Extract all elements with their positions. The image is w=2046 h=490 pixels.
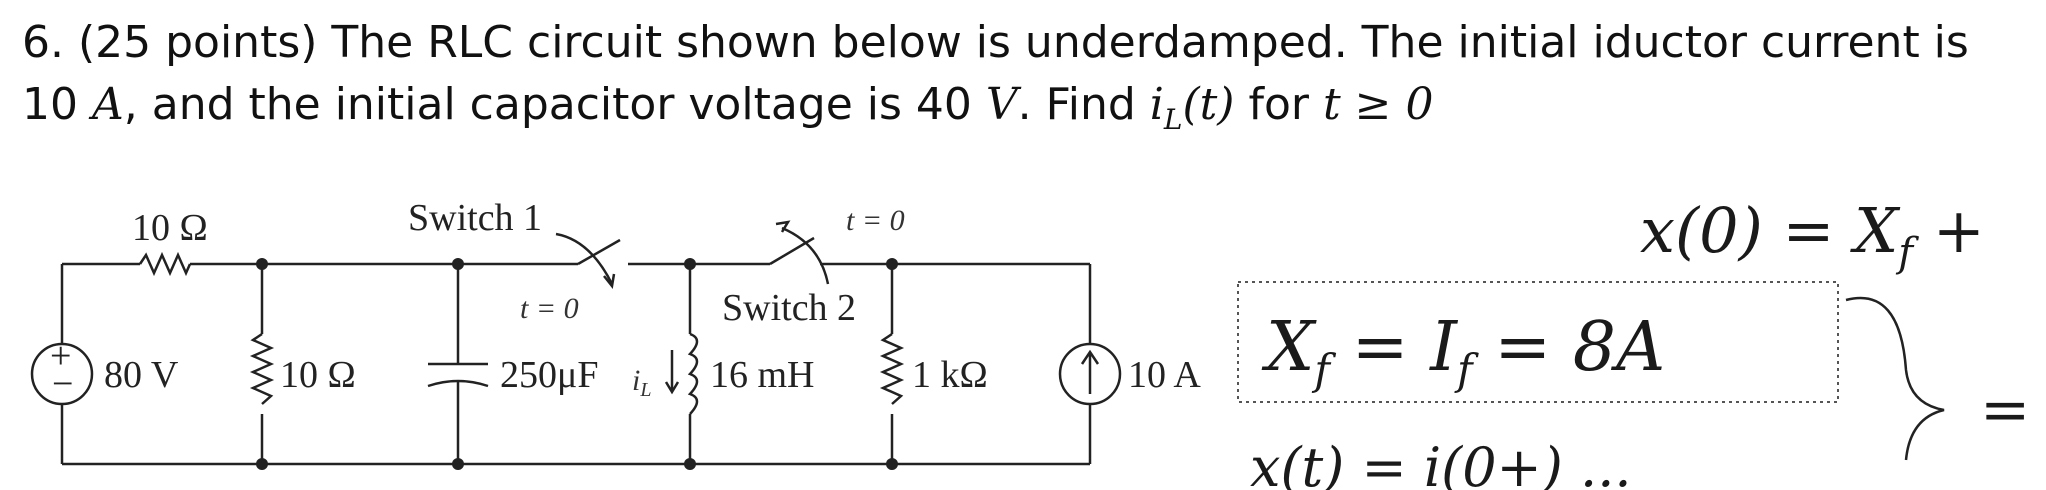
voltage-source-minus: − <box>52 363 73 405</box>
unit-volt: V <box>985 79 1018 130</box>
handwriting-top: x(0) = Xf + <box>1640 194 1985 276</box>
shunt-resistor-label: 10 Ω <box>280 354 356 396</box>
problem-line-2: 10 A, and the initial capacitor voltage … <box>22 74 2046 151</box>
current-source <box>1058 342 1122 406</box>
inductor-current-arrow <box>664 350 680 395</box>
switch-1 <box>555 232 621 289</box>
problem-statement: 6. (25 points) The RLC circuit shown bel… <box>22 12 2046 151</box>
capacitor <box>427 362 489 388</box>
switch-1-label: Switch 1 <box>408 197 542 239</box>
voltage-source-plus: + <box>50 335 71 377</box>
inductor <box>687 332 699 415</box>
switch-2-label: Switch 2 <box>722 287 856 329</box>
shunt-resistor <box>249 332 275 405</box>
problem-line-1: 6. (25 points) The RLC circuit shown bel… <box>22 17 1969 68</box>
capacitor-label: 250μF <box>500 354 599 396</box>
switch-1-time: t = 0 <box>520 292 579 325</box>
handwriting-brace <box>1845 296 1945 461</box>
circuit-diagram: 10 Ω + − 80 V 10 Ω 250μF Switch 1 t = 0 … <box>30 194 2030 490</box>
current-source-label: 10 A <box>1128 354 1201 396</box>
problem-text-segment: , and the initial capacitor voltage is 4… <box>123 79 986 130</box>
series-resistor-label: 10 Ω <box>132 207 208 249</box>
junction-nodes <box>256 258 898 470</box>
load-resistor <box>879 332 905 405</box>
problem-text-segment: for <box>1234 79 1323 130</box>
inductor-current-sub: L <box>1163 102 1183 136</box>
inductor-current-label: iL <box>632 364 651 401</box>
time-condition: t ≥ 0 <box>1322 79 1434 130</box>
handwriting-arrow: = <box>1980 375 2030 445</box>
voltage-source-label: 80 V <box>104 354 179 396</box>
problem-text-segment: . Find <box>1017 79 1150 130</box>
load-resistor-label: 1 kΩ <box>912 354 988 396</box>
handwriting-box-equation: Xf = If = 8A <box>1261 308 1665 394</box>
switch-2-time: t = 0 <box>846 204 905 237</box>
initial-current-value: 10 <box>22 79 92 130</box>
current-source-arrow <box>1080 349 1100 394</box>
inductor-current-var: i <box>1149 79 1164 130</box>
inductor-current-arg: (t) <box>1182 79 1235 130</box>
series-resistor <box>138 251 192 277</box>
switch-2 <box>769 220 830 285</box>
unit-ampere: A <box>91 79 124 130</box>
handwriting-bottom: x(t) = i(0+) ... <box>1250 436 1632 490</box>
handwriting-box <box>1237 281 1839 403</box>
voltage-source <box>30 342 94 406</box>
wires <box>60 262 1092 466</box>
inductor-label: 16 mH <box>710 354 815 396</box>
